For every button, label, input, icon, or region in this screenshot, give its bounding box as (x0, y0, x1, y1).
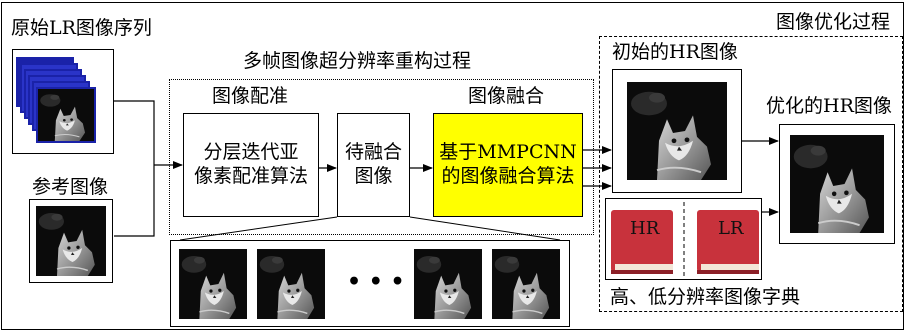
registration-algorithm-box: 分层迭代亚 像素配准算法 (183, 113, 319, 217)
tofuse-strip-line-left (179, 216, 338, 241)
sr-process-label: 多帧图像超分辨率重构过程 (243, 50, 472, 72)
to-fuse-line2: 图像 (354, 165, 393, 187)
reference-image-box (29, 199, 113, 283)
to-fuse-box: 待融合 图像 (337, 113, 410, 217)
lr-sequence-box (12, 49, 114, 154)
reference-label: 参考图像 (32, 176, 109, 198)
hr-book-label: HR (630, 218, 660, 239)
lr-to-merge-line (114, 100, 155, 165)
registration-algo-line1: 分层迭代亚 (203, 141, 299, 164)
tofuse-strip-line-right (409, 216, 561, 241)
optimized-hr-box (779, 124, 895, 244)
dictionary-books (611, 202, 759, 276)
optimization-label: 图像优化过程 (776, 11, 891, 33)
registration-algo-line2: 像素配准算法 (193, 165, 308, 187)
dictionary-label: 高、低分辨率图像字典 (610, 286, 801, 308)
fusion-algorithm-box: 基于MMPCNN 的图像融合算法 (433, 113, 583, 217)
optimization-region (599, 36, 903, 312)
sr-process-region (169, 79, 594, 235)
hr-book-icon (611, 210, 673, 274)
strip-ellipsis: • • • (347, 269, 405, 295)
initial-hr-box (612, 69, 742, 193)
lr-book-icon (697, 210, 759, 274)
to-fuse-line1: 待融合 (344, 141, 402, 164)
registration-title: 图像配准 (212, 85, 289, 107)
lr-frame-front (36, 87, 96, 143)
lr-sequence-stack (12, 49, 114, 154)
lr-sequence-label: 原始LR图像序列 (11, 17, 152, 39)
optimized-hr-label: 优化的HR图像 (766, 95, 892, 117)
initial-hr-label: 初始的HR图像 (612, 41, 738, 63)
ref-to-merge-line (114, 165, 155, 237)
fusion-line2: 的图像融合算法 (441, 165, 575, 187)
fusion-title: 图像融合 (468, 85, 545, 107)
to-fuse-image-strip: • • • (170, 240, 570, 327)
lr-book-label: LR (718, 218, 744, 239)
fusion-line1: 基于MMPCNN (439, 141, 577, 164)
